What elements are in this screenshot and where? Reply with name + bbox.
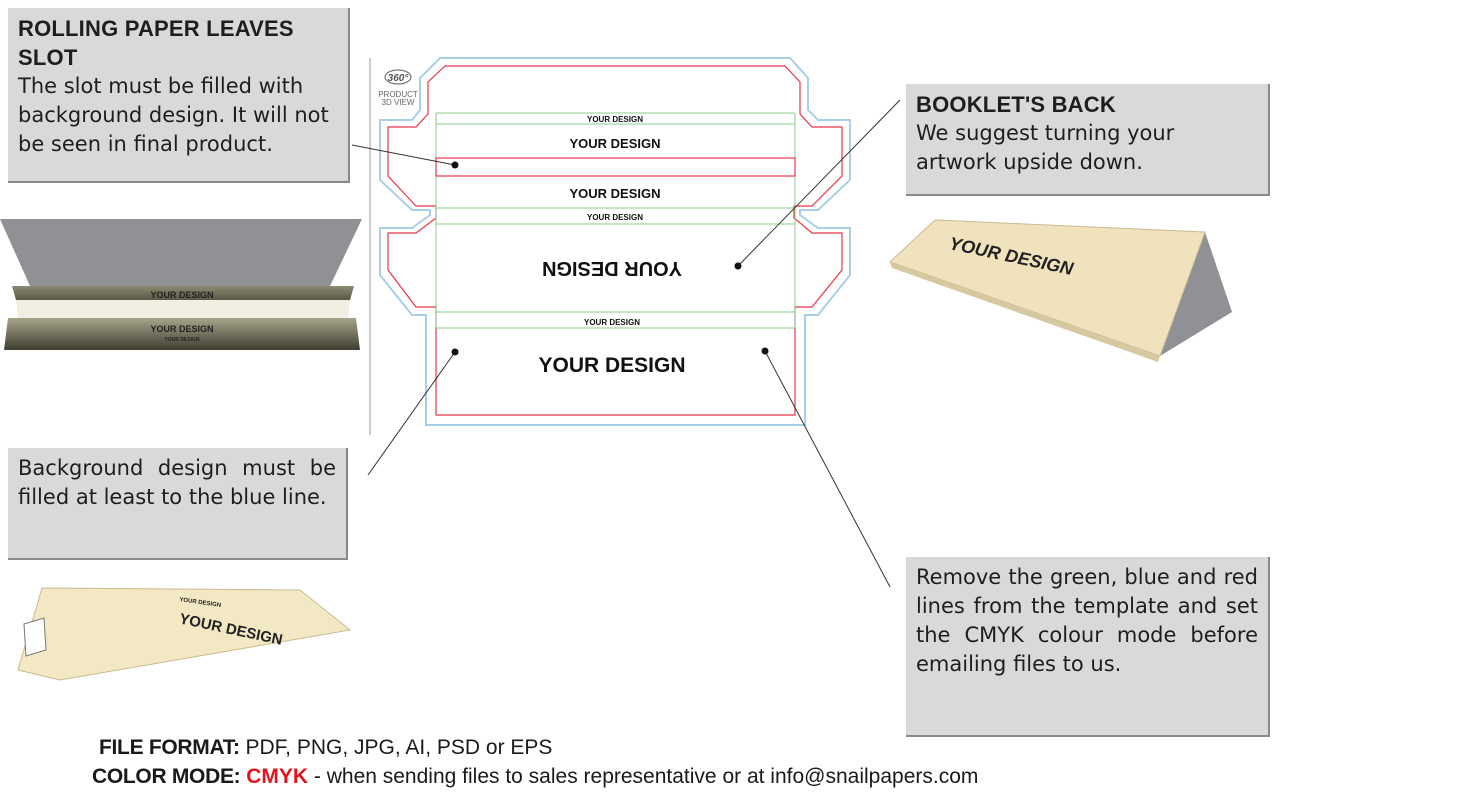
leaves-slot	[435, 157, 796, 177]
file-format-line: FILE FORMAT: PDF, PNG, JPG, AI, PSD or E…	[99, 736, 552, 760]
template-label-top: YOUR DESIGN	[569, 136, 660, 151]
mockup-left-label-1: YOUR DESIGN	[150, 290, 213, 300]
back-note-title: BOOKLET'S BACK	[916, 92, 1116, 117]
booklet-template: YOUR DESIGN YOUR DESIGN YOUR DESIGN YOUR…	[379, 57, 851, 426]
slot-dot	[451, 161, 459, 169]
remove-lines-note-body: Remove the green, blue and red lines fro…	[916, 565, 1258, 676]
template-label-top-small: YOUR DESIGN	[587, 115, 643, 124]
callout-leaders	[351, 99, 901, 588]
badge-line1: PRODUCT	[378, 90, 418, 99]
mockup-booklet-back: YOUR DESIGN	[889, 219, 1232, 362]
product-3d-view-badge[interactable]: 360° PRODUCT 3D VIEW	[378, 69, 418, 107]
file-format-label: FILE FORMAT:	[99, 736, 240, 759]
file-format-value: PDF, PNG, JPG, AI, PSD or EPS	[245, 736, 553, 759]
badge-number: 360°	[388, 73, 410, 84]
green-fold-lines	[435, 112, 796, 329]
template-label-main: YOUR DESIGN	[538, 354, 685, 377]
template-diagram: 360° PRODUCT 3D VIEW YOUR DESIGN YOUR DE…	[0, 57, 1232, 681]
back-note: BOOKLET'S BACK We suggest turning your a…	[906, 84, 1270, 196]
red-trim-line	[387, 65, 843, 416]
mockup-cover-flap	[0, 219, 362, 286]
color-mode-value: CMYK	[246, 765, 309, 788]
template-label-mid: YOUR DESIGN	[569, 186, 660, 201]
background-note: Background design must be filled at leas…	[8, 448, 348, 560]
slot-note-title: ROLLING PAPER LEAVES SLOT	[18, 16, 294, 70]
slot-note: ROLLING PAPER LEAVES SLOT The slot must …	[8, 8, 350, 183]
back-dot	[734, 262, 742, 270]
background-note-body: Background design must be filled at leas…	[18, 456, 336, 509]
back-note-body: We suggest turning your artwork upside d…	[916, 121, 1175, 174]
template-label-upside-down: YOUR DESIGN	[542, 257, 682, 279]
blue-bleed-line	[379, 57, 851, 426]
color-mode-label: COLOR MODE:	[92, 765, 241, 788]
mockup-left-label-2: YOUR DESIGN	[150, 324, 213, 334]
template-label-lower-small: YOUR DESIGN	[584, 318, 640, 327]
mockup-bottom-label-small: YOUR DESIGN	[179, 597, 221, 609]
color-mode-line: COLOR MODE: CMYK - when sending files to…	[92, 765, 978, 789]
template-label-mid-small: YOUR DESIGN	[587, 213, 643, 222]
mockup-left-label-3: YOUR DESIGN	[164, 337, 199, 343]
color-mode-rest: - when sending files to sales representa…	[313, 765, 979, 788]
remove-lines-note: Remove the green, blue and red lines fro…	[906, 557, 1270, 737]
background-dot	[451, 348, 459, 356]
remove-dot	[761, 347, 769, 355]
mockup-closed-booklet: YOUR DESIGN YOUR DESIGN	[17, 587, 352, 681]
badge-line2: 3D VIEW	[382, 98, 415, 107]
mockup-open-booklet: YOUR DESIGN YOUR DESIGN YOUR DESIGN	[0, 219, 362, 350]
slot-note-body: The slot must be filled with background …	[18, 74, 329, 156]
callout-dots	[451, 161, 769, 356]
